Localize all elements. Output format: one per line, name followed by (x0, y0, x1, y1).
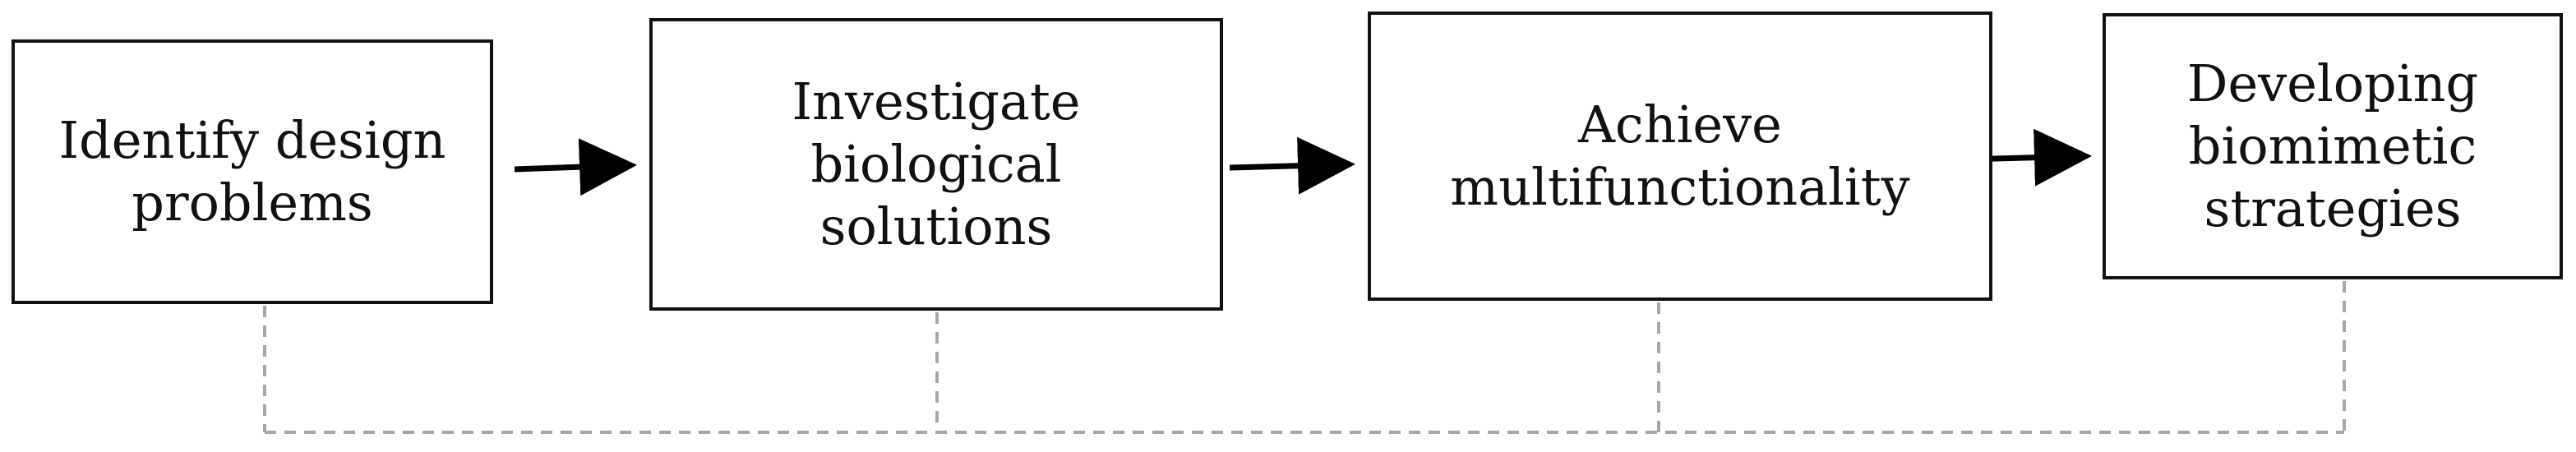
step-label-1: Identify design problems (58, 110, 446, 233)
step-label-3: Achieve multifunctionality (1450, 95, 1910, 217)
step-box-achieve-multifunctionality: Achieve multifunctionality (1368, 12, 1992, 301)
step-box-identify-design-problems: Identify design problems (12, 39, 493, 304)
step-label-2: Investigate biological solutions (792, 71, 1081, 256)
arrow-step-1-to-2 (514, 138, 637, 196)
step-box-investigate-biological-solutions: Investigate biological solutions (649, 18, 1223, 311)
step-label-4: Developing biomimetic strategies (2186, 53, 2479, 238)
arrow-step-2-to-3 (1229, 136, 1355, 195)
feedback-loop (263, 281, 2346, 434)
step-box-developing-biomimetic-strategies: Developing biomimetic strategies (2103, 13, 2563, 279)
